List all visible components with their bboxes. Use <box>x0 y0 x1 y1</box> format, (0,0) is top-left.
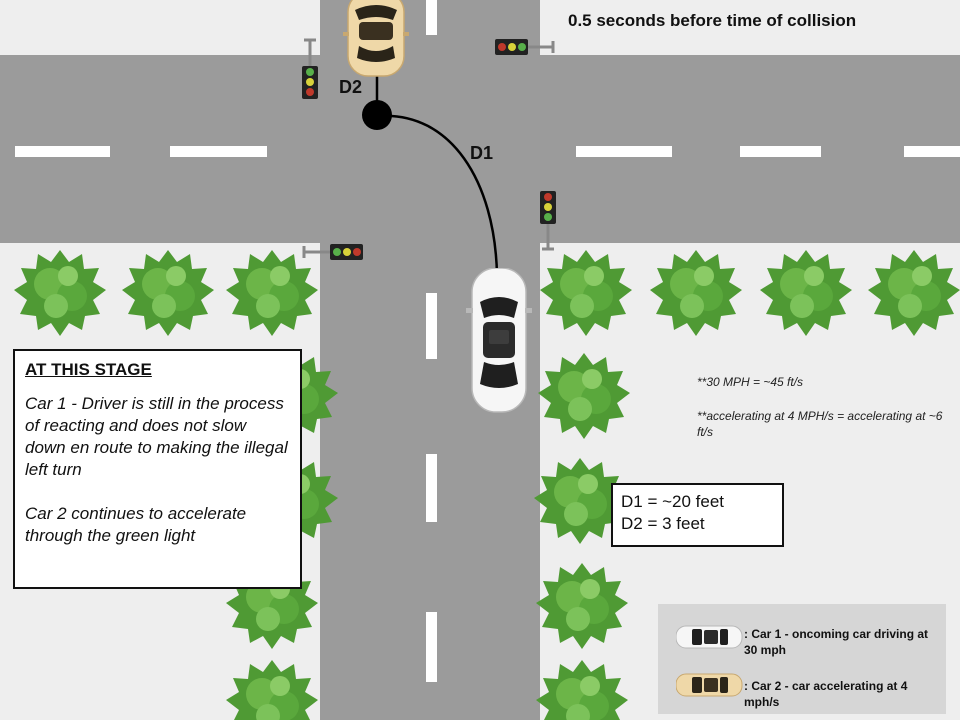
stage-paragraph-car2: Car 2 continues to accelerate through th… <box>25 504 247 545</box>
traffic-light-icon <box>495 39 555 55</box>
stage-heading: AT THIS STAGE <box>25 360 152 379</box>
acceleration-note: **accelerating at 4 MPH/s = accelerating… <box>697 409 943 439</box>
d2-distance: D2 = 3 feet <box>621 514 705 533</box>
stage-paragraph-car1: Car 1 - Driver is still in the process o… <box>25 394 288 479</box>
legend: : Car 1 - oncoming car driving at 30 mph… <box>658 604 946 714</box>
distances-box: D1 = ~20 feet D2 = 3 feet <box>611 483 784 547</box>
lane-dash <box>740 146 821 157</box>
d2-label: D2 <box>339 77 363 97</box>
d1-distance: D1 = ~20 feet <box>621 492 725 511</box>
legend-tan-car-icon <box>676 673 743 697</box>
lane-dash <box>576 146 672 157</box>
lane-dash <box>904 146 960 157</box>
lane-dash <box>170 146 267 157</box>
white-car-icon <box>466 268 532 413</box>
legend-white-car-icon <box>676 625 743 649</box>
headline: 0.5 seconds before time of collision <box>568 11 857 30</box>
d1-label: D1 <box>470 143 494 163</box>
tan-car-icon <box>343 0 409 77</box>
stage-description-box: AT THIS STAGE Car 1 - Driver is still in… <box>13 349 302 589</box>
lane-dash <box>426 0 437 35</box>
speed-note: **30 MPH = ~45 ft/s <box>697 375 804 389</box>
collision-point-icon <box>362 100 392 130</box>
legend-car2-text: : Car 2 - car accelerating at 4 mph/s <box>744 679 908 709</box>
lane-dash <box>426 612 437 682</box>
traffic-light-icon <box>540 191 556 251</box>
lane-dash <box>426 454 437 522</box>
traffic-light-icon <box>302 38 318 99</box>
lane-dash <box>426 293 437 359</box>
d1-path <box>379 114 499 276</box>
legend-car1-text: : Car 1 - oncoming car driving at 30 mph <box>744 627 929 657</box>
traffic-light-icon <box>302 244 363 260</box>
lane-dash <box>15 146 110 157</box>
